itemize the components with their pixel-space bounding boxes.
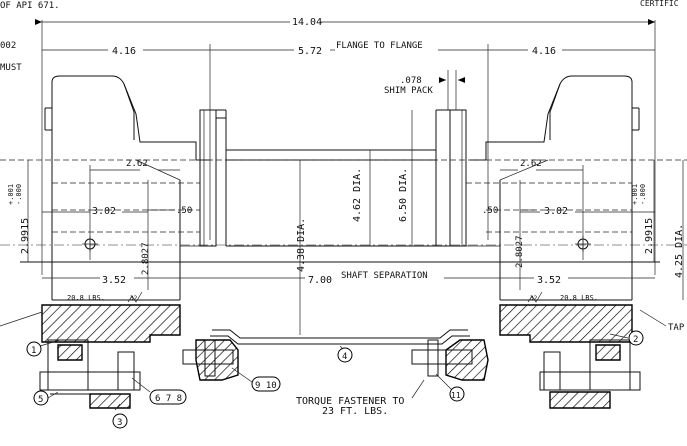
right-interior-dims: 2.62 .50 3.02 2.8027 3.52 20.8 LBS. 32 [482,159,655,303]
callout-2-label: 2 [633,335,638,345]
right-tol-plus: +.001 [631,184,639,205]
section-views [39,304,641,409]
tube-dia-label: 4.38 DIA. [296,218,307,272]
left-hub-inner: 3.02 [92,206,116,217]
right-weight: 20.8 LBS. [560,294,598,302]
right-edge-leader [639,309,667,327]
right-tol-minus: -.000 [639,184,647,205]
shim-pack-value: .078 [400,76,422,86]
top-right-note: CERTIFIC [640,0,679,8]
flange-dia-2-label: 6.50 DIA. [398,168,409,222]
left-edge-leader [0,311,43,327]
left-bore-depth: 2.62 [126,159,148,169]
left-weight: 20.8 LBS. [67,294,105,302]
right-hub-inner: 3.02 [544,206,568,217]
right-flange [435,109,467,247]
callout-2: 2 [609,330,644,346]
right-shaft-tolerance: 2.9915 +.001 -.000 4.25 DIA. [631,160,685,300]
left-flange [199,109,227,247]
right-shaft-dia: 2.9915 [644,218,655,254]
left-shaft-dia: 2.9915 [20,218,31,254]
callout-5: 5 [33,390,59,406]
left-gap: .50 [176,206,192,216]
left-note-1: 002 [0,41,16,51]
spacer-tube [180,149,500,247]
callout-910-label: 9 10 [255,381,277,391]
diameter-labels: 4.38 DIA. 4.62 DIA. 6.50 DIA. [296,110,413,335]
torque-note: TORQUE FASTENER TO 23 FT. LBS. [296,379,425,417]
right-outer-dia: 4.25 DIA. [674,224,685,278]
hub-length-dimensions: 4.16 5.72 FLANGE TO FLANGE 4.16 [42,41,655,240]
shaft-separation-label: SHAFT SEPARATION [341,271,428,281]
callout-11-label: 11 [451,391,461,400]
callout-1-label: 1 [31,346,36,356]
callout-3: 3 [112,403,128,429]
left-interior-dims: 2.62 3.02 .50 2.8027 3.52 20.8 LBS. 32 [42,159,192,303]
overall-length-label: 14.04 [292,17,322,28]
left-note-2: MUST [0,63,22,73]
callout-4-label: 4 [342,352,347,362]
left-tol-plus: +.001 [7,184,15,205]
torque-line-2: 23 FT. LBS. [322,406,388,417]
right-gap: .50 [482,206,498,216]
callout-11: 11 [435,373,465,402]
right-bore-dia: 2.8027 [515,235,525,268]
flange-to-flange-value: 5.72 [298,46,322,57]
hidden-lines [0,159,687,263]
right-hub-total: 3.52 [537,275,561,286]
right-edge-label: TAP [668,323,685,333]
callout-678-label: 6 7 8 [155,394,182,404]
left-hub-total: 3.52 [102,275,126,286]
left-hub-length: 4.16 [112,46,136,57]
right-hub [470,75,640,301]
shim-pack-dimension: .078 SHIM PACK [384,70,465,110]
shaft-separation-dim: 7.00 SHAFT SEPARATION [180,271,500,286]
shim-pack-label: SHIM PACK [384,86,433,96]
callout-1: 1 [26,339,61,357]
top-left-note: OF API 671. [0,1,60,11]
left-bore-dia: 2.8027 [141,242,151,275]
right-bore-depth: 2.62 [520,159,542,169]
callout-3-label: 3 [117,418,122,428]
callout-678: 6 7 8 [131,377,187,405]
torque-line-1: TORQUE FASTENER TO [296,396,404,407]
flange-to-flange-label: FLANGE TO FLANGE [336,41,423,51]
callout-5-label: 5 [38,395,43,405]
right-hub-length: 4.16 [532,46,556,57]
left-tol-minus: -.000 [15,184,23,205]
callout-910: 9 10 [231,367,281,392]
overall-dimension: 14.04 [35,17,656,275]
left-shaft-tolerance: 2.9915 +.001 -.000 [7,160,31,262]
callout-4: 4 [337,345,353,363]
shaft-separation-value: 7.00 [308,275,332,286]
left-hub [44,75,210,301]
flange-dia-1-label: 4.62 DIA. [352,168,363,222]
